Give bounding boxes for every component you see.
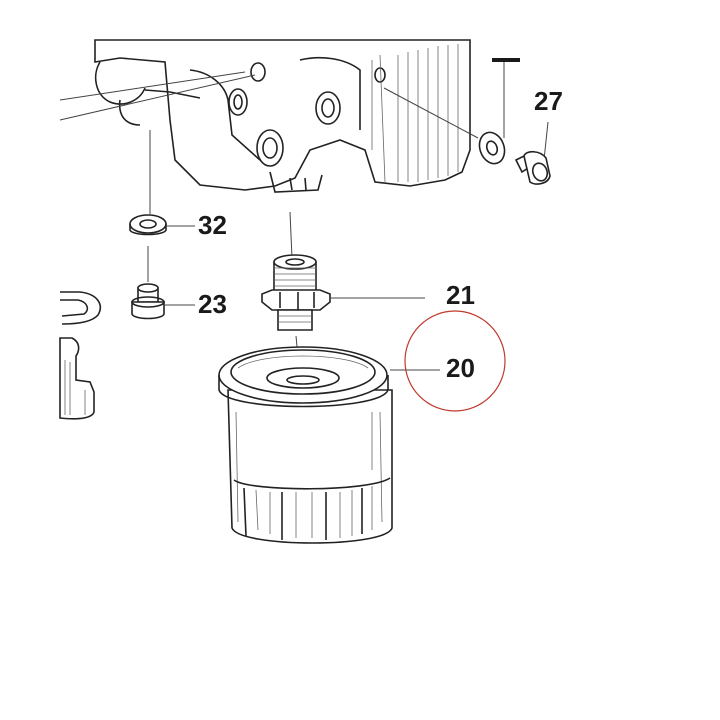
engine-block [59, 39, 471, 193]
oil-filter-part-20 [218, 335, 440, 544]
partial-label-top-right [492, 58, 520, 62]
label-part-20: 20 [446, 353, 475, 383]
left-partial-components [59, 291, 102, 420]
label-part-27: 27 [534, 86, 563, 116]
plug-part-27 [514, 121, 551, 185]
label-part-23: 23 [198, 289, 227, 319]
highlight-circle [404, 310, 506, 412]
washer-upper-right [383, 62, 506, 165]
threaded-nipple-part-21 [261, 211, 425, 331]
label-part-32: 32 [198, 210, 227, 240]
washer-part-32 [129, 130, 195, 236]
bolt-part-23 [131, 246, 195, 320]
label-part-21: 21 [446, 280, 475, 310]
